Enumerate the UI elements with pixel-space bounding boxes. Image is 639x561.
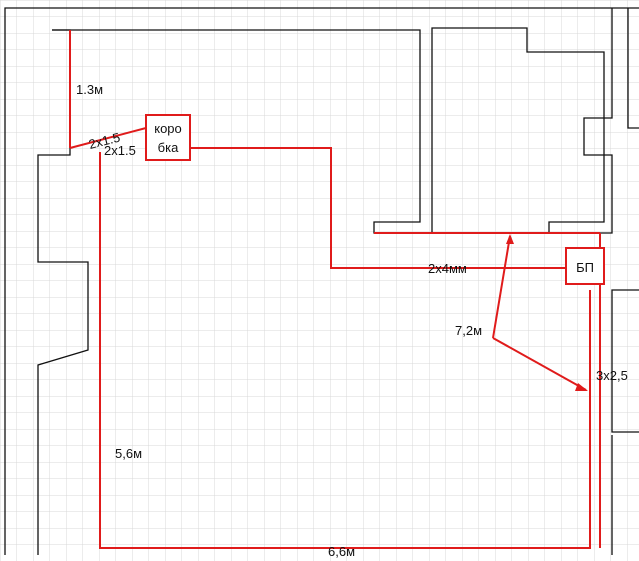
wiring [69, 30, 601, 549]
psu-label: БП [576, 260, 594, 275]
junction-box [145, 114, 191, 161]
callout-arrow-up [492, 235, 511, 339]
left-room-top-wall [52, 8, 613, 234]
cable-to-box-left [69, 127, 147, 149]
box-to-psu-cable [190, 147, 566, 269]
callout-arrow-right [492, 337, 587, 391]
cable-rotated-label: 2х1.5 [87, 130, 121, 152]
junction-box-label-2: бка [158, 140, 179, 155]
right-wall [627, 8, 639, 129]
arrowhead-up [506, 234, 514, 244]
bottom-run-length-label: 6,6м [328, 544, 355, 559]
cable-to-psu-label: 2х4мм [428, 261, 467, 276]
arrowheads [506, 234, 588, 391]
psu-box [565, 247, 605, 285]
perimeter-cable [99, 152, 591, 549]
junction-box-label-1: коро [154, 121, 182, 136]
callout-length-label: 7,2м [455, 323, 482, 338]
cable-to-box-label: 2х1.5 [104, 143, 136, 158]
cable-right-label: 3х2,5 [596, 368, 628, 383]
outer-left-wall [4, 7, 639, 555]
left-run-length-label: 5,6м [115, 446, 142, 461]
riser-length-label: 1.3м [76, 82, 103, 97]
arrowhead-right [575, 383, 588, 391]
right-lower-wall [611, 289, 639, 433]
